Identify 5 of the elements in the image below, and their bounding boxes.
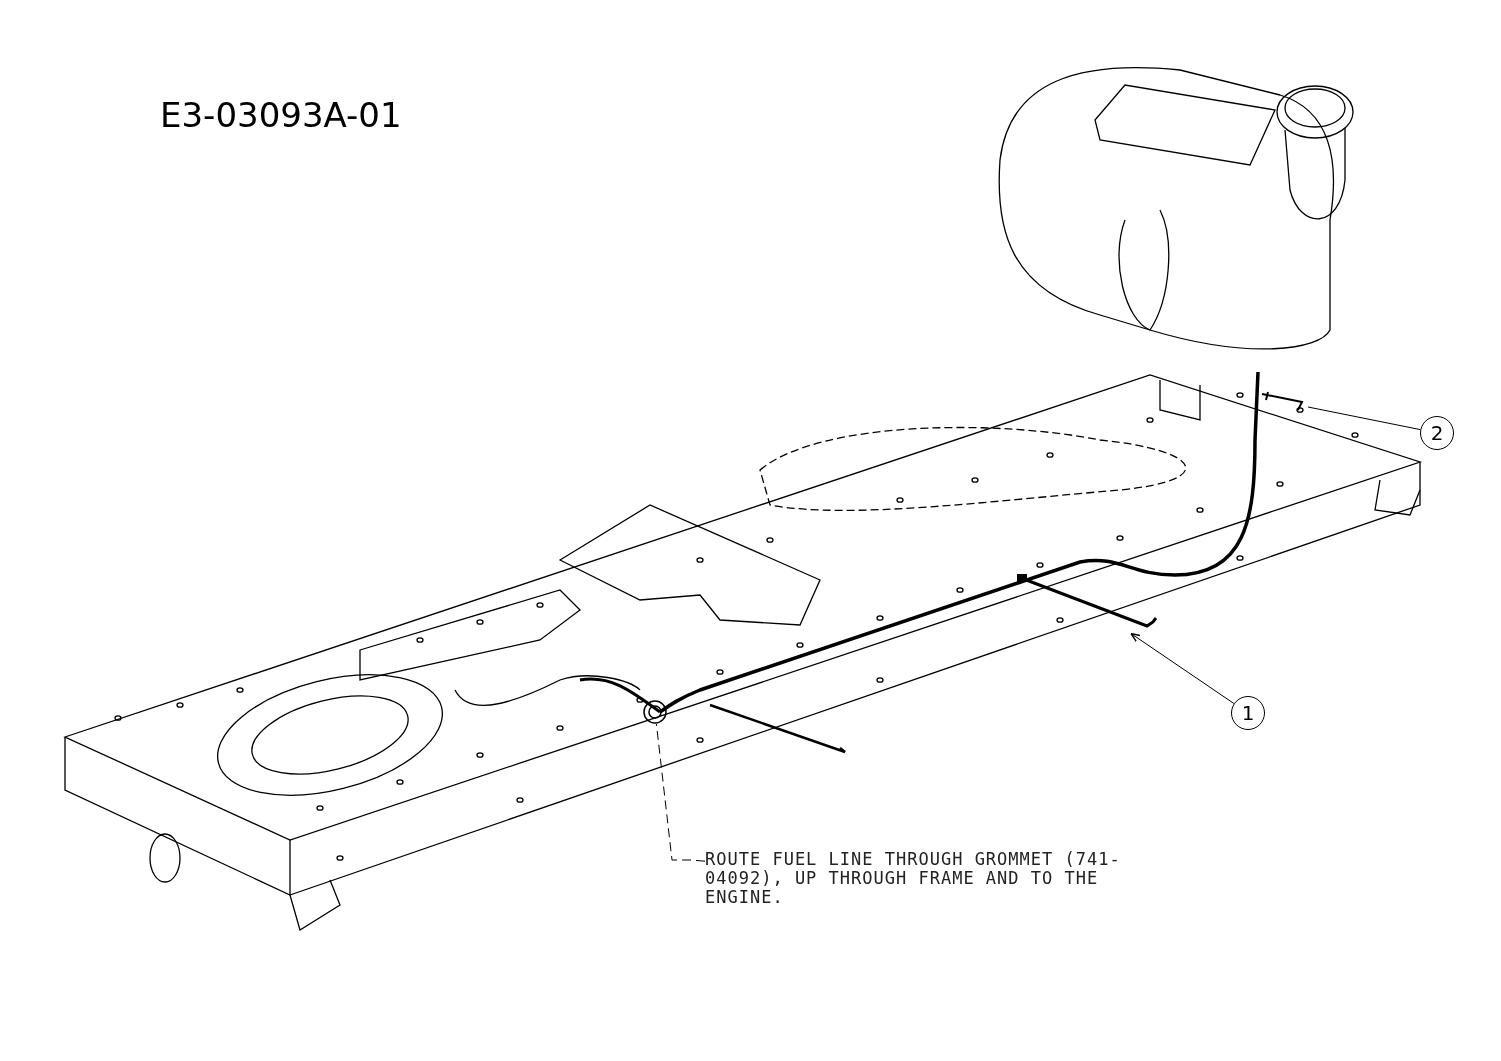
leader-line: [1130, 632, 1235, 704]
instruction-note: ROUTE FUEL LINE THROUGH GROMMET (741-04092), UP THROUGH FRAME AND TO THE ENGINE.: [705, 850, 1145, 907]
drawing-number: E3-03093A-01: [160, 95, 402, 135]
leader-line: [655, 723, 706, 862]
leader-line: [1307, 406, 1421, 431]
